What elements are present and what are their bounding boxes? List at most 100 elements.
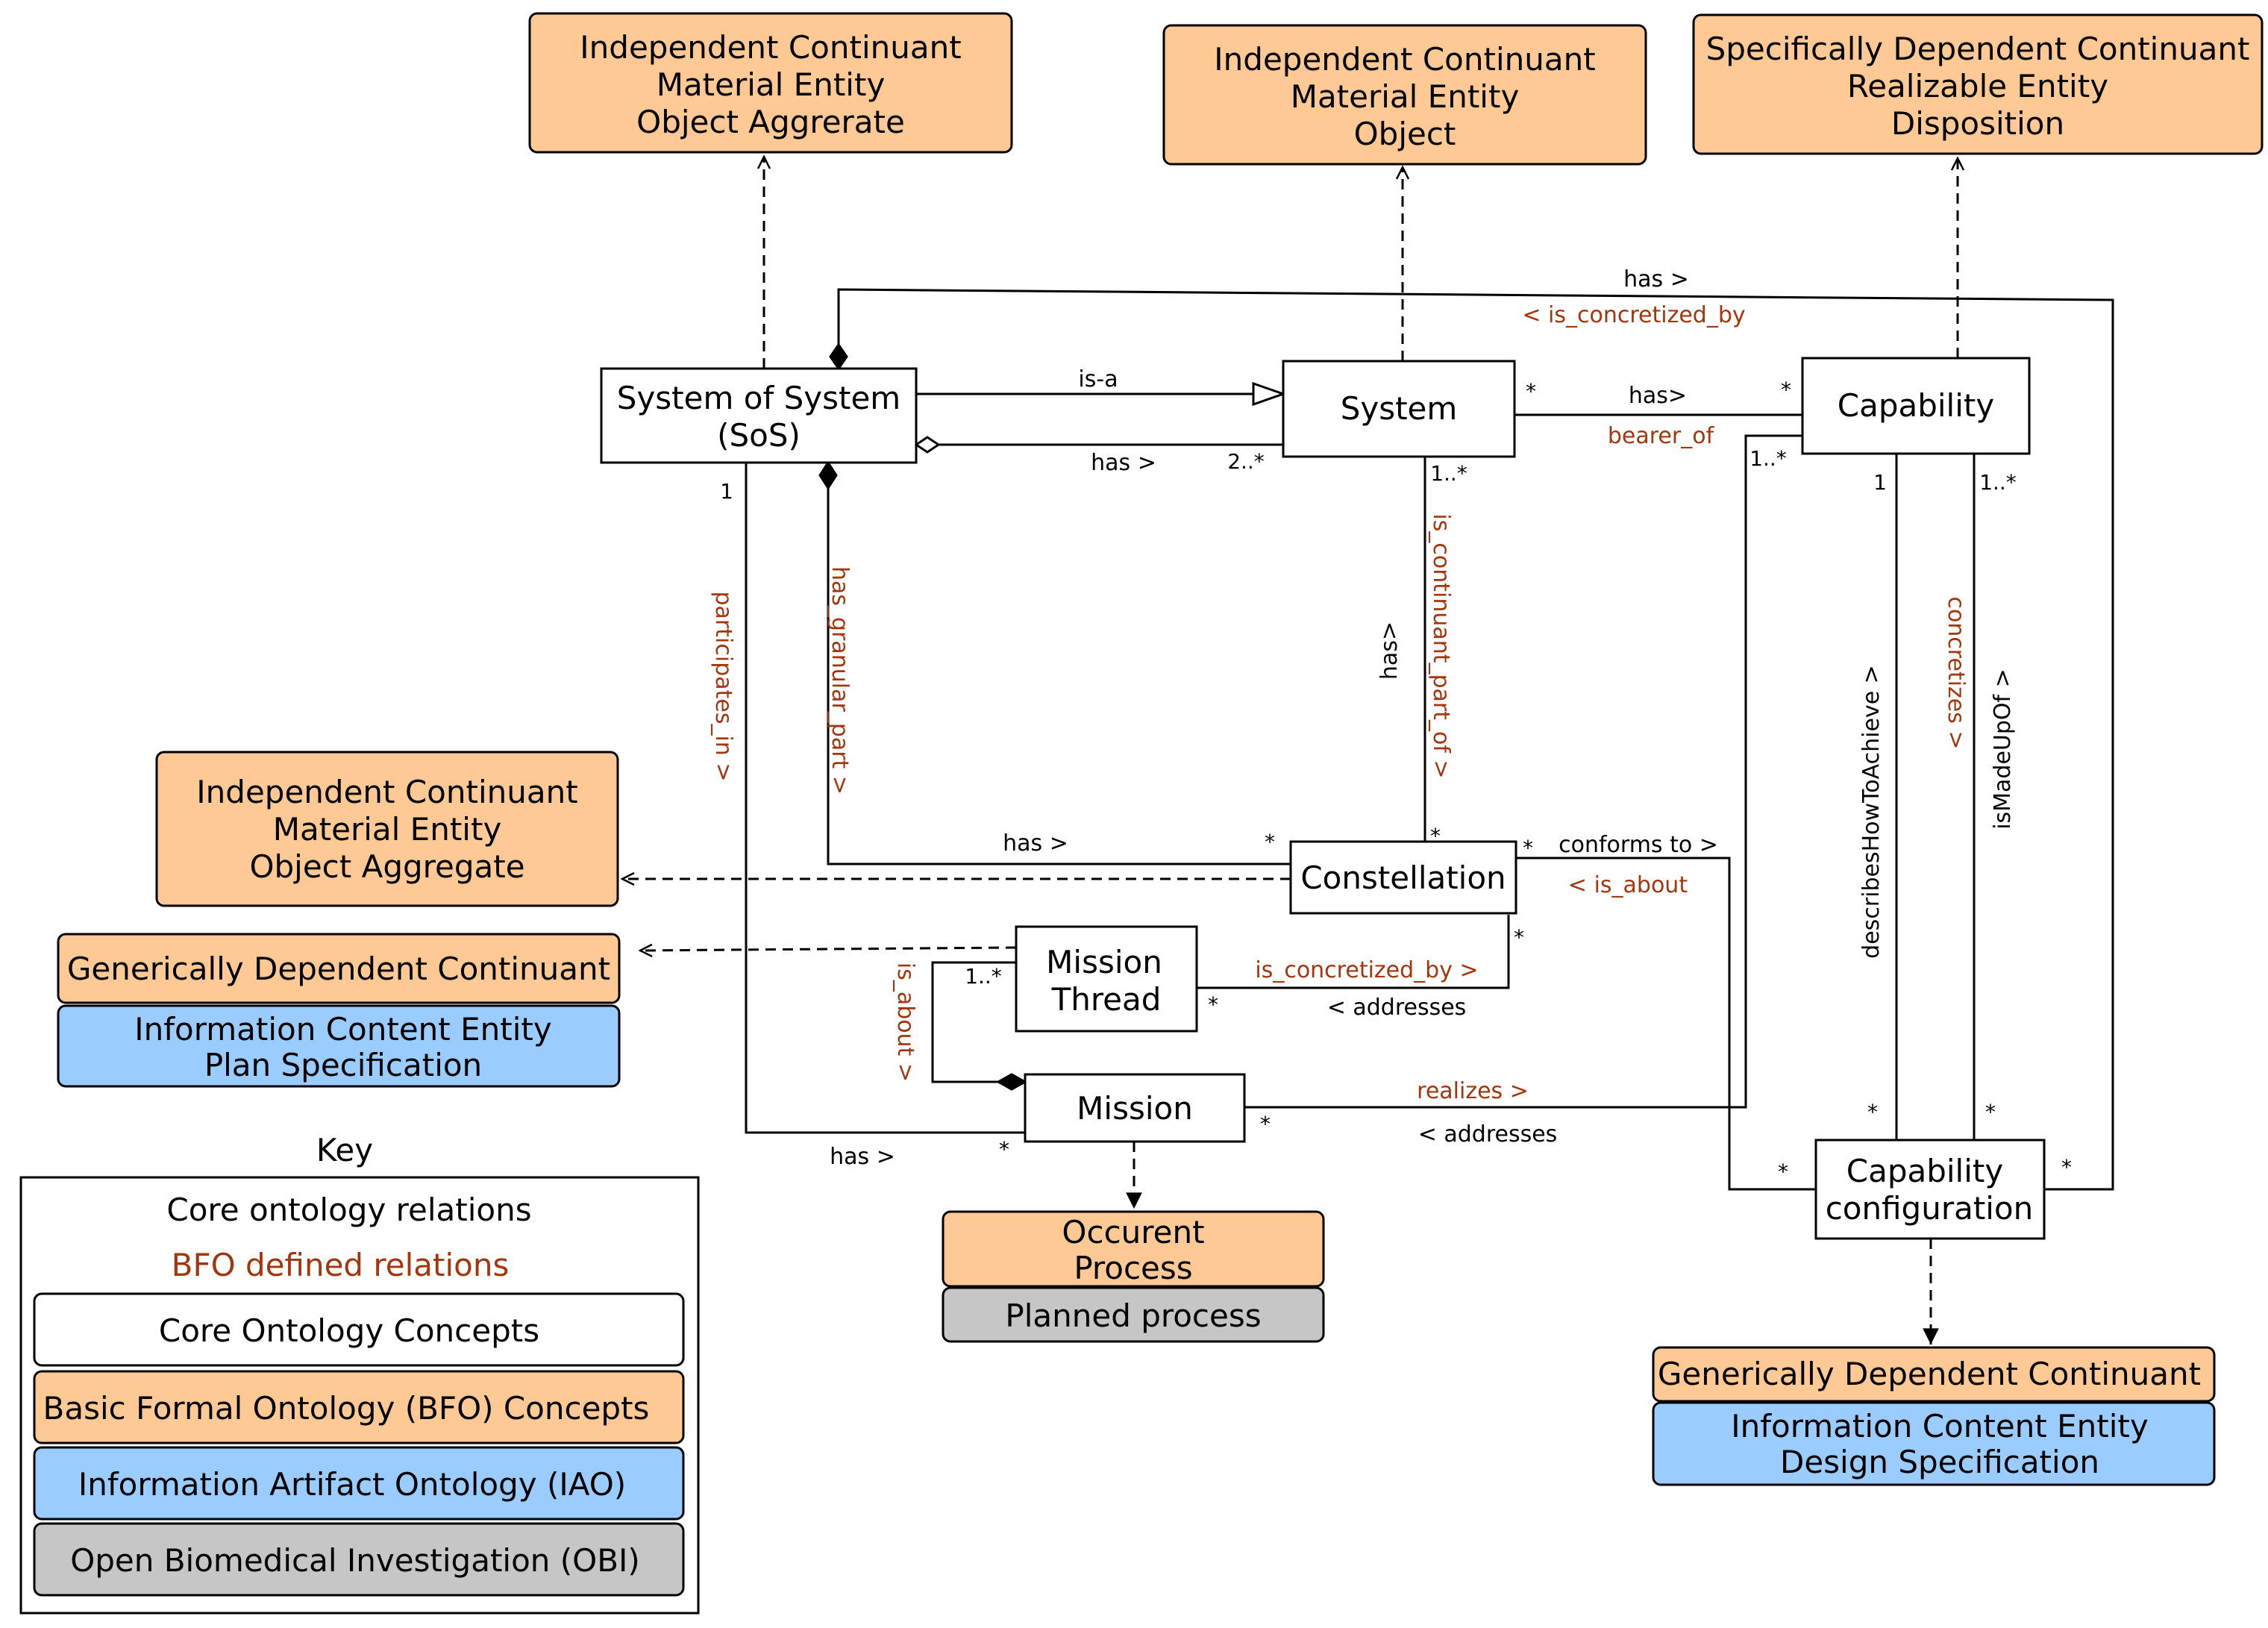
bfo-box-top-mid: Independent Continuant Material Entity O… bbox=[1162, 24, 1647, 166]
legend-core-swatch bbox=[33, 1292, 685, 1367]
obi-text: Planned process bbox=[1005, 1297, 1261, 1334]
multiplicity: * bbox=[1514, 925, 1524, 950]
addresses-mission-label: < addresses bbox=[1418, 1121, 1558, 1148]
top-composition-diamond bbox=[829, 342, 848, 371]
multiplicity: 1..* bbox=[965, 964, 1002, 989]
iao-text: Plan Specification bbox=[204, 1047, 482, 1083]
multiplicity: 1 bbox=[1873, 470, 1887, 495]
multiplicity: * bbox=[1526, 379, 1536, 404]
multiplicities: 2..* * * 1..* 1 1..* 1 1..* * * * * * 1.… bbox=[720, 378, 2072, 1184]
concept-label: configuration bbox=[1826, 1190, 2034, 1227]
conforms-to-line bbox=[1516, 857, 1816, 1191]
is-about-left-label: is_about > bbox=[892, 962, 918, 1082]
concept-capability[interactable]: Capability bbox=[1801, 357, 2031, 455]
bfo-text: Object Aggregate bbox=[249, 848, 524, 885]
mt-constellation-line bbox=[1197, 915, 1510, 989]
legend-core-concepts: Core Ontology Concepts bbox=[159, 1312, 539, 1349]
bfo-text: Independent Continuant bbox=[580, 29, 961, 66]
bfo-box-mid-left: Independent Continuant Material Entity O… bbox=[155, 751, 619, 907]
legend-bfo-swatch bbox=[33, 1370, 685, 1444]
legend-bfo-relations: BFO defined relations bbox=[172, 1247, 510, 1283]
concept-label: Constellation bbox=[1300, 860, 1506, 896]
concept-mission-thread[interactable]: Mission Thread bbox=[1015, 925, 1198, 1033]
is-a-triangle bbox=[1252, 381, 1287, 407]
bfo-box-gdc-left: Generically Dependent Continuant bbox=[57, 933, 621, 1004]
mission-thread-to-gdc-arrow bbox=[640, 948, 1017, 951]
concept-system[interactable]: System bbox=[1282, 360, 1516, 458]
describes-how-to-achieve-label: describesHowToAchieve > bbox=[1858, 665, 1885, 959]
legend-title: Key bbox=[316, 1132, 373, 1168]
legend: Key Core ontology relations BFO defined … bbox=[19, 1132, 700, 1615]
multiplicity: * bbox=[1781, 378, 1791, 402]
legend-obi: Open Biomedical Investigation (OBI) bbox=[70, 1542, 640, 1579]
conforms-to-label: conforms to > bbox=[1559, 832, 1718, 858]
legend-iao: Information Artifact Ontology (IAO) bbox=[78, 1466, 626, 1503]
concept-label: Mission bbox=[1046, 944, 1162, 980]
bfo-box-top-left: Independent Continuant Material Entity O… bbox=[528, 12, 1013, 154]
is-concretized-by-top-label: < is_concretized_by bbox=[1522, 302, 1745, 328]
concept-sos[interactable]: System of System (SoS) bbox=[600, 367, 918, 464]
is-made-up-of-label: isMadeUpOf > bbox=[1990, 669, 2016, 830]
concept-mission[interactable]: Mission bbox=[1024, 1073, 1246, 1143]
sos-has-mission-label: has > bbox=[830, 1144, 895, 1170]
is-about-line bbox=[931, 961, 1016, 1083]
iao-text: Design Specification bbox=[1780, 1444, 2099, 1480]
multiplicity: * bbox=[999, 1137, 1009, 1162]
bfo-text: Object Aggrerate bbox=[636, 104, 905, 140]
bfo-box-gdc-right: Generically Dependent Continuant bbox=[1652, 1346, 2216, 1403]
multiplicity: 1..* bbox=[1979, 470, 2017, 495]
participates-in-line bbox=[745, 463, 1025, 1134]
concept-capability-configuration[interactable]: Capability configuration bbox=[1814, 1139, 2046, 1240]
multiplicity: * bbox=[2061, 1155, 2072, 1180]
is-about-right-label: < is_about bbox=[1568, 872, 1688, 898]
concept-label: System of System bbox=[617, 380, 900, 416]
relation-labels: is-a has > has > < is_concretized_by has… bbox=[710, 266, 2016, 1170]
multiplicity: 2..* bbox=[1227, 449, 1265, 474]
multiplicity: * bbox=[1260, 1112, 1271, 1136]
bfo-text: Specifically Dependent Continuant bbox=[1706, 31, 2250, 67]
concretizes-label: concretizes > bbox=[1943, 596, 1969, 749]
multiplicity: * bbox=[1208, 992, 1218, 1017]
realizes-label: realizes > bbox=[1417, 1078, 1529, 1104]
concept-label: (SoS) bbox=[717, 417, 801, 454]
multiplicity: * bbox=[1265, 830, 1275, 854]
is-continuant-part-of-label: is_continuant_part_of > bbox=[1428, 513, 1454, 778]
granular-part-line bbox=[827, 488, 1291, 865]
bfo-box-occurent: Occurent Process bbox=[942, 1210, 1325, 1288]
bfo-text: Material Entity bbox=[657, 66, 886, 103]
multiplicity: * bbox=[1430, 824, 1441, 848]
multiplicity: 1 bbox=[720, 479, 733, 504]
legend-bfo-concepts: Basic Formal Ontology (BFO) Concepts bbox=[43, 1390, 650, 1427]
iao-text: Information Content Entity bbox=[1731, 1408, 2148, 1444]
mission-composition-diamond bbox=[995, 1073, 1028, 1091]
legend-iao-swatch bbox=[33, 1446, 685, 1521]
multiplicity: 1..* bbox=[1749, 446, 1787, 471]
bfo-box-top-right: Specifically Dependent Continuant Realiz… bbox=[1692, 13, 2264, 155]
bfo-text: Disposition bbox=[1891, 105, 2064, 142]
bearer-of-label: bearer_of bbox=[1608, 423, 1715, 449]
concept-label: Thread bbox=[1051, 981, 1162, 1018]
sos-has-capconfig-label: has > bbox=[1623, 266, 1689, 292]
iao-box-plan-spec: Information Content Entity Plan Specific… bbox=[57, 1004, 621, 1088]
legend-core-relations: Core ontology relations bbox=[166, 1192, 531, 1228]
realizes-line bbox=[1244, 434, 1802, 1109]
concept-label: Mission bbox=[1077, 1090, 1193, 1127]
multiplicity: * bbox=[1778, 1159, 1788, 1184]
mt-is-concretized-by-label: is_concretized_by > bbox=[1255, 957, 1478, 983]
bfo-text: Independent Continuant bbox=[196, 774, 577, 810]
legend-obi-swatch bbox=[33, 1522, 685, 1597]
multiplicity: * bbox=[1523, 836, 1533, 860]
iao-box-design-spec: Information Content Entity Design Specif… bbox=[1652, 1401, 2216, 1486]
bfo-text: Occurent bbox=[1062, 1214, 1204, 1250]
bfo-text: Independent Continuant bbox=[1214, 41, 1595, 78]
aggregation-diamond bbox=[914, 436, 941, 454]
bfo-text: Material Entity bbox=[273, 811, 502, 848]
has-granular-part-label: has_granular_part > bbox=[827, 566, 853, 795]
iao-text: Information Content Entity bbox=[134, 1011, 551, 1048]
bfo-text: Realizable Entity bbox=[1847, 68, 2108, 104]
concept-constellation[interactable]: Constellation bbox=[1289, 840, 1517, 915]
multiplicity: 1..* bbox=[1430, 461, 1467, 486]
multiplicity: * bbox=[1985, 1100, 1996, 1124]
sos-has-capconfig-line bbox=[837, 288, 2114, 1191]
